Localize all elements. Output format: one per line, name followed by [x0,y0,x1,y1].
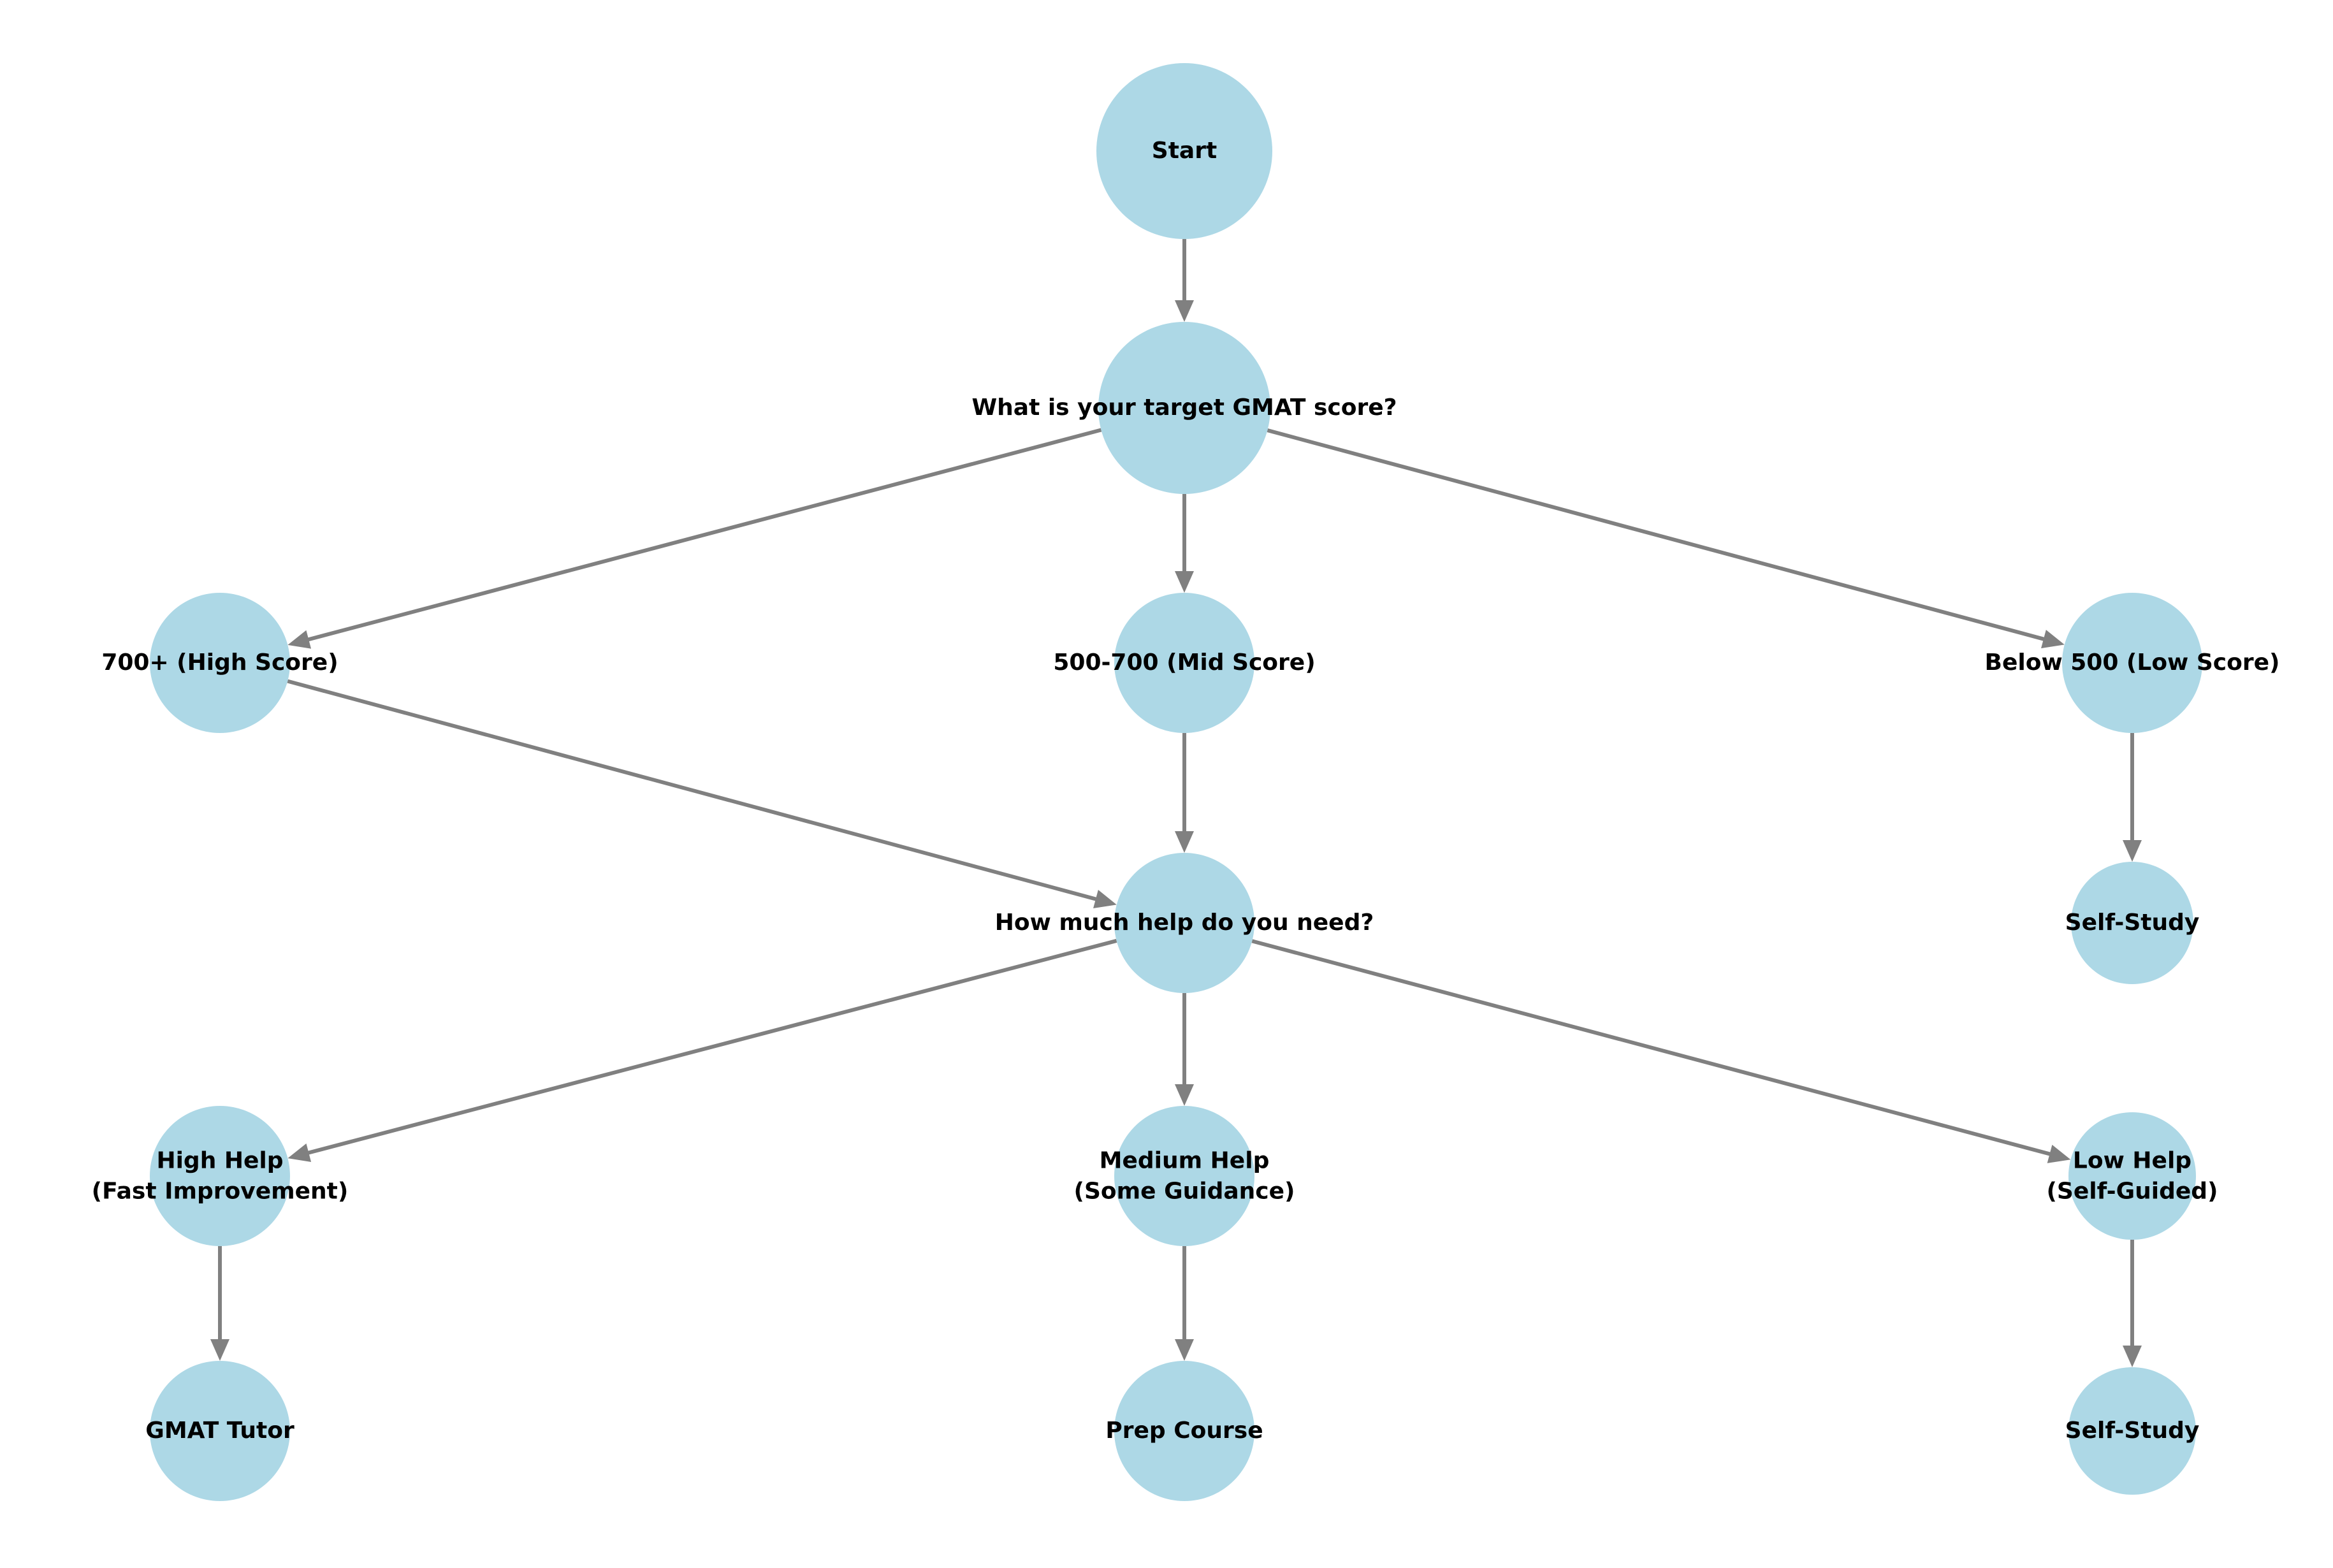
edge-high_score-to-q_help [287,679,1100,902]
node-q_score[interactable] [1098,322,1270,494]
node-gmat_tutor[interactable] [150,1361,290,1501]
edge-q_score-to-low_score [1267,428,2048,642]
edge-q_help-to-high_help [304,939,1117,1156]
arrowhead-high_score-to-q_help [1093,890,1117,908]
arrowhead-q_score-to-mid_score [1175,571,1194,593]
node-high_score[interactable] [150,593,290,733]
node-self_study_b[interactable] [2068,1367,2196,1495]
arrowhead-q_help-to-low_help [2047,1144,2071,1163]
node-q_help[interactable] [1114,853,1254,993]
node-medium_help[interactable] [1114,1106,1254,1246]
nodes-layer [150,63,2202,1501]
arrowhead-q_score-to-high_score [287,630,312,649]
node-low_help[interactable] [2068,1112,2196,1240]
edges-layer [210,239,2142,1367]
node-self_study_a[interactable] [2071,862,2193,984]
arrowhead-low_score-to-self_study_a [2123,840,2142,862]
edge-q_help-to-low_help [1251,939,2054,1157]
node-start[interactable] [1096,63,1272,239]
arrowhead-q_help-to-medium_help [1175,1084,1194,1106]
arrowhead-start-to-q_score [1175,300,1194,322]
node-high_help[interactable] [150,1106,290,1246]
arrowhead-medium_help-to-prep_course [1175,1339,1194,1361]
arrowhead-high_help-to-gmat_tutor [210,1339,229,1361]
node-low_score[interactable] [2062,593,2202,733]
arrowhead-mid_score-to-q_help [1175,831,1194,853]
node-mid_score[interactable] [1114,593,1254,733]
arrowhead-low_help-to-self_study_b [2123,1346,2142,1367]
edge-q_score-to-high_score [304,428,1102,642]
arrowhead-q_score-to-low_score [2041,630,2065,649]
node-prep_course[interactable] [1114,1361,1254,1501]
arrowhead-q_help-to-high_help [287,1143,312,1162]
